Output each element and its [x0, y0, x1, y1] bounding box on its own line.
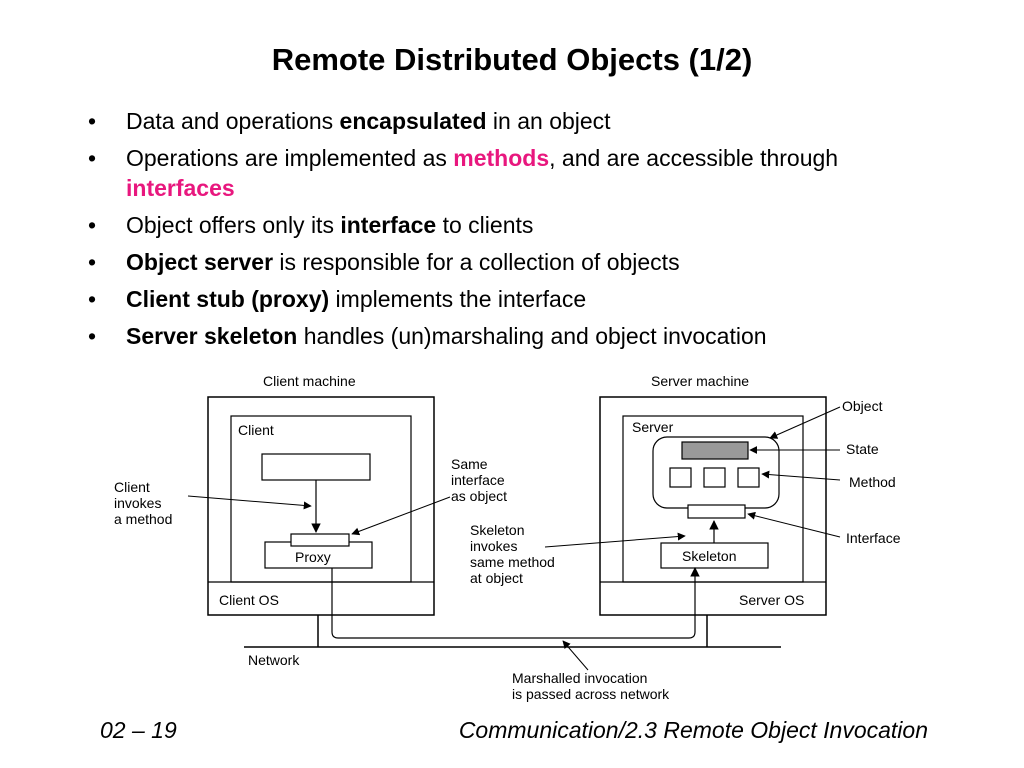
- bullet-text: to clients: [436, 212, 534, 238]
- slide-number: 02 – 19: [100, 717, 177, 743]
- same-interface-arrow: [351, 496, 451, 536]
- method-label: Method: [849, 474, 896, 490]
- bullet-item: Server skeleton handles (un)marshaling a…: [86, 321, 946, 351]
- marshalled-label-1: Marshalled invocation: [512, 670, 647, 686]
- bullet-item: Object server is responsible for a colle…: [86, 247, 946, 277]
- client-machine-box: [207, 396, 435, 616]
- bullet-emphasis: Client stub (proxy): [126, 286, 330, 312]
- object-arrow: [769, 406, 841, 439]
- server-label: Server: [632, 419, 674, 435]
- same-interface-label-1: Same: [451, 456, 488, 472]
- bullet-item: Data and operations encapsulated in an o…: [86, 106, 946, 136]
- client-invokes-arrow: [187, 495, 312, 510]
- skeleton-invokes-label-1: Skeleton: [470, 522, 524, 538]
- bullet-text: Object offers only its: [126, 212, 341, 238]
- client-invokes-label-1: Client: [114, 479, 150, 495]
- same-interface-label-3: as object: [451, 488, 507, 504]
- network-label: Network: [248, 652, 300, 668]
- bullet-text: handles (un)marshaling and object invoca…: [297, 323, 767, 349]
- bullet-text: implements the interface: [329, 286, 587, 312]
- bullet-emphasis: interface: [340, 212, 437, 238]
- object-label: Object: [842, 398, 883, 414]
- server-machine-label: Server machine: [651, 373, 749, 389]
- proxy-label: Proxy: [295, 549, 331, 565]
- method-box: [737, 467, 760, 488]
- method-box: [669, 467, 692, 488]
- marshalled-arrow: [562, 640, 589, 671]
- state-label: State: [846, 441, 879, 457]
- bullet-text: Operations are implemented as: [126, 145, 454, 171]
- bullet-item: Object offers only its interface to clie…: [86, 210, 946, 240]
- proxy-interface-box: [290, 533, 350, 547]
- bullet-item: Operations are implemented as methods, a…: [86, 143, 946, 203]
- bullet-highlight: methods: [453, 145, 550, 171]
- client-machine-label: Client machine: [263, 373, 356, 389]
- same-interface-label-2: interface: [451, 472, 505, 488]
- server-machine-box: [599, 396, 827, 616]
- client-code-box: [261, 453, 371, 481]
- method-box: [703, 467, 726, 488]
- client-os-label: Client OS: [219, 592, 279, 608]
- bullet-text: , and are accessible through: [549, 145, 839, 171]
- slide-title: Remote Distributed Objects (1/2): [271, 42, 753, 77]
- bullet-highlight: interfaces: [126, 175, 235, 201]
- skeleton-invokes-arrow: [544, 532, 686, 548]
- bullet-text: Data and operations: [126, 108, 340, 134]
- bullet-emphasis: Object server: [126, 249, 274, 275]
- skeleton-invokes-label-2: invokes: [470, 538, 517, 554]
- slide-section: Communication/2.3 Remote Object Invocati…: [458, 717, 928, 743]
- bullet-emphasis: Server skeleton: [126, 323, 298, 349]
- invocation-path: [331, 567, 700, 639]
- bullet-item: Client stub (proxy) implements the inter…: [86, 284, 946, 314]
- bullet-list: Data and operations encapsulated in an o…: [86, 106, 946, 358]
- server-os-label: Server OS: [739, 592, 804, 608]
- skeleton-invokes-label-4: at object: [470, 570, 523, 586]
- client-invokes-label-3: a method: [114, 511, 172, 527]
- state-box: [681, 441, 749, 460]
- method-arrow: [761, 470, 841, 481]
- bullet-text: is responsible for a collection of objec…: [273, 249, 680, 275]
- client-label: Client: [238, 422, 274, 438]
- interface-label: Interface: [846, 530, 901, 546]
- marshalled-label-2: is passed across network: [512, 686, 670, 702]
- bullet-text: in an object: [486, 108, 611, 134]
- object-interface-box: [687, 504, 746, 519]
- bullet-emphasis: encapsulated: [339, 108, 487, 134]
- client-invokes-label-2: invokes: [114, 495, 161, 511]
- skeleton-label: Skeleton: [682, 548, 736, 564]
- skeleton-invokes-label-3: same method: [470, 554, 555, 570]
- interface-arrow: [747, 511, 841, 538]
- rmi-diagram: Client machine Client Client OS Proxy Se…: [114, 373, 901, 702]
